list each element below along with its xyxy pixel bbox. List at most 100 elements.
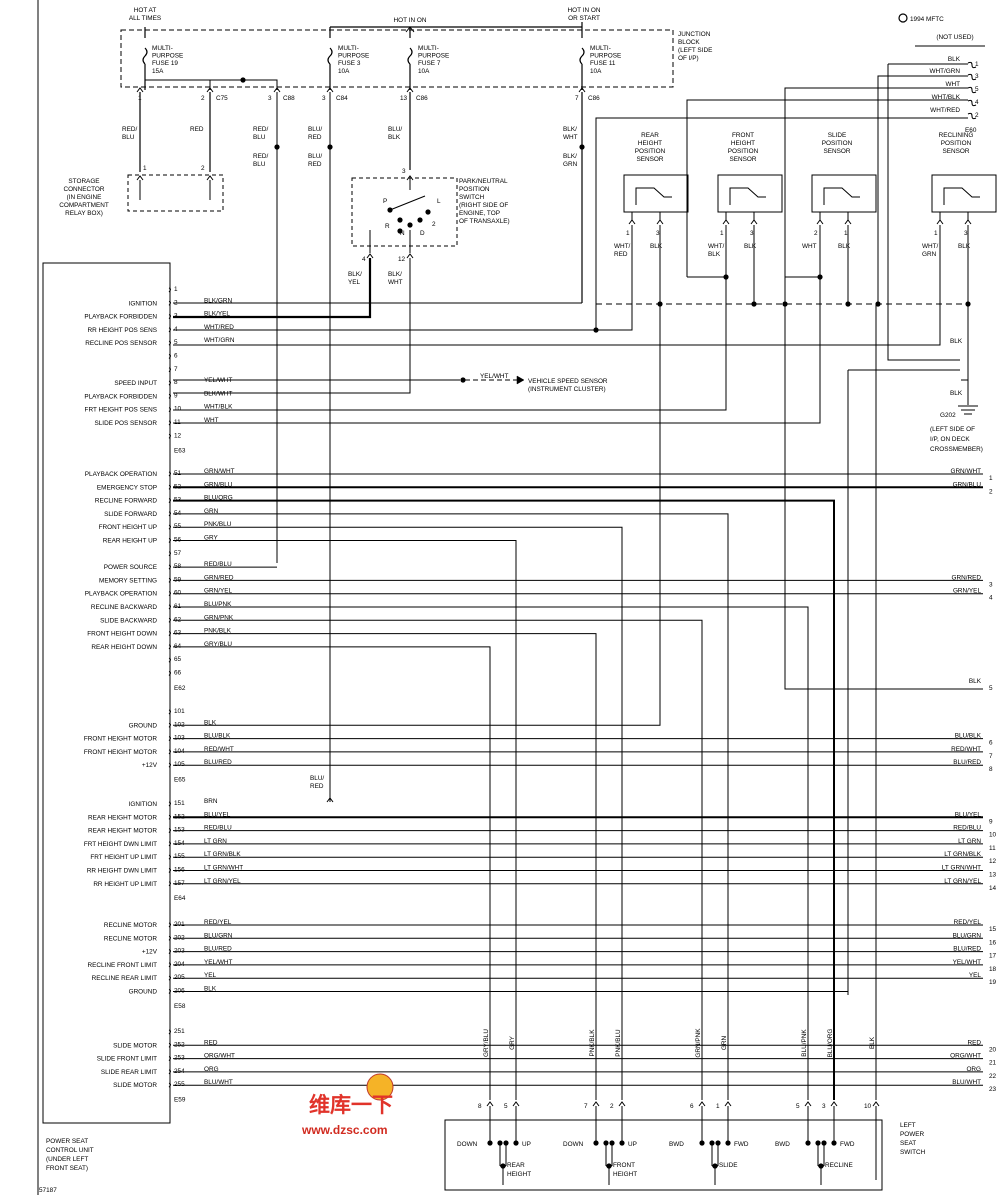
wire	[173, 526, 623, 1100]
e60-pin-symbol	[967, 86, 977, 94]
pn-position-label: L	[437, 198, 441, 205]
sensor-3-label: SENSOR	[943, 148, 970, 155]
wire-label: BLU	[122, 134, 135, 141]
psu-connector-name: E59	[174, 1097, 186, 1104]
hot-in-on-or-start-label: HOT IN ON	[568, 7, 601, 14]
output-wire-label: RED/WHT	[951, 746, 981, 753]
psu-pin-number: 103	[174, 735, 185, 742]
splice-dot	[579, 144, 585, 150]
pn-position-label: 2	[432, 221, 436, 228]
output-number: 20	[989, 1046, 997, 1053]
wire-label: WHT/	[922, 243, 939, 250]
switch-wire-label: BLU/PNK	[801, 1029, 808, 1057]
fuse-0-label: PURPOSE	[152, 53, 183, 60]
psu-wire-label: WHT/RED	[204, 324, 234, 331]
vss-wire-label: YEL/WHT	[480, 373, 509, 380]
psu-pin-symbol	[168, 538, 171, 543]
sensor-3-box	[931, 174, 997, 213]
connector-symbol	[326, 797, 334, 803]
psu-pin-function: GROUND	[129, 722, 158, 729]
psu-wire-label: WHT/BLK	[204, 404, 233, 411]
switch-up-label: FWD	[840, 1141, 855, 1148]
jb-pin-5-connector	[578, 87, 586, 93]
splice-dot	[657, 301, 663, 307]
psu-pin-symbol	[168, 801, 171, 807]
psu-wire-label: LT GRN/WHT	[204, 865, 243, 872]
psu-pin-symbol	[168, 749, 171, 755]
psu-pin-number: 206	[174, 988, 185, 995]
output-wire-label: GRN/BLU	[953, 481, 982, 488]
switch-pin-number: 7	[584, 1103, 588, 1110]
psu-pin-function: IGNITION	[129, 801, 158, 808]
psu-pin-symbol	[168, 1056, 171, 1061]
splice-dot	[875, 301, 881, 307]
fuse-1-label: PURPOSE	[338, 53, 369, 60]
pn-switch-label: (RIGHT SIDE OF	[459, 202, 508, 209]
psu-pin-symbol	[168, 935, 171, 941]
psu-pin-number: 156	[174, 867, 185, 874]
psu-pin-symbol	[168, 841, 171, 847]
psu-pin-number: 8	[174, 379, 178, 386]
psu-pin-function: MEMORY SETTING	[99, 577, 157, 584]
switch-group-label: REAR	[507, 1162, 525, 1169]
psu-pin-symbol	[168, 1069, 171, 1075]
psu-pin-symbol	[168, 591, 171, 597]
wire	[173, 304, 661, 726]
psu-wire-label: PNK/BLU	[204, 521, 232, 528]
connector-symbol	[486, 1101, 494, 1107]
wire-label: BLK	[958, 243, 971, 250]
wire	[595, 117, 968, 330]
psu-pin-symbol	[168, 407, 171, 413]
switch-up-label: FWD	[734, 1141, 749, 1148]
splice-dot	[606, 1163, 612, 1169]
psu-pin-function: RECLINE BACKWARD	[91, 604, 158, 611]
psu-wire-label: RED/YEL	[204, 919, 232, 926]
fuse-2-symbol	[407, 47, 413, 65]
storage-connector-label: (IN ENGINE	[67, 194, 102, 201]
connector-symbol	[406, 253, 414, 259]
psu-pin-symbol	[168, 340, 171, 346]
output-number: 13	[989, 872, 997, 879]
wire-label: BLU	[253, 134, 266, 141]
switch-group-label: HEIGHT	[613, 1171, 637, 1178]
jb-pin-3-number: 3	[322, 95, 326, 102]
seat-switch-label: SEAT	[900, 1140, 916, 1147]
e60-pin: 5	[975, 86, 979, 93]
psu-pin-number: 154	[174, 840, 185, 847]
wire	[173, 499, 835, 1100]
psu-label: FRONT SEAT)	[46, 1165, 88, 1172]
label-text: 3	[402, 168, 406, 175]
jb-pin-0-number: 1	[138, 95, 142, 102]
psu-wire-label: BLU/GRN	[204, 932, 233, 939]
psu-pin-number: 251	[174, 1028, 185, 1035]
hot-in-on-label: HOT IN ON	[394, 17, 427, 24]
psu-pin-symbol	[168, 657, 171, 663]
switch-pin-number: 2	[610, 1103, 614, 1110]
wire-layer	[37, 0, 985, 1195]
connector-symbol	[804, 1101, 812, 1107]
psu-pin-symbol	[168, 314, 171, 319]
psu-pin-number: 151	[174, 800, 185, 807]
wire	[173, 225, 941, 346]
wire-label: YEL	[348, 279, 361, 286]
psu-pin-function: FRONT HEIGHT UP	[99, 524, 157, 531]
splice-dot	[513, 1140, 519, 1146]
splice-dot	[274, 144, 280, 150]
sensor-2-label: POSITION	[822, 140, 853, 147]
connector-symbol	[136, 175, 144, 181]
jb-pin-1-connector-name: C75	[216, 95, 228, 102]
label-text: 3	[750, 230, 754, 237]
psu-pin-number: 253	[174, 1055, 185, 1062]
sensor-3-symbol	[943, 187, 980, 205]
splice-dot	[593, 1140, 599, 1146]
output-wire-label: GRN/YEL	[953, 588, 982, 595]
jb-pin-2-number: 3	[268, 95, 272, 102]
psu-pin-number: 62	[174, 616, 182, 623]
sensor-1-label: HEIGHT	[731, 140, 755, 147]
psu-pin-symbol	[168, 1082, 171, 1088]
psu-pin-number: 2	[174, 299, 178, 306]
psu-wire-label: PNK/BLK	[204, 628, 232, 635]
label-text: 3	[656, 230, 660, 237]
psu-pin-function: PLAYBACK OPERATION	[85, 591, 158, 598]
psu-pin-symbol	[168, 471, 171, 477]
